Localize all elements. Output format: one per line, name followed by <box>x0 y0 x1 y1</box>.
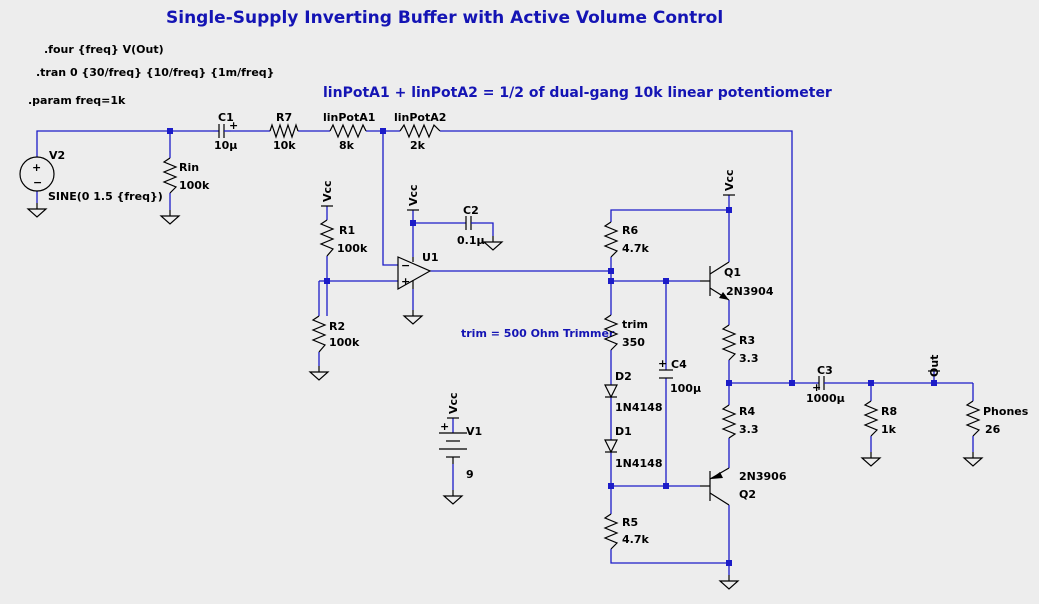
r2-value: 100k <box>329 336 360 349</box>
r5-value: 4.7k <box>622 533 649 546</box>
d1-value: 1N4148 <box>615 457 662 470</box>
out-label: Out <box>928 355 941 377</box>
u1-plus-sign: + <box>401 275 410 288</box>
phones-name: Phones <box>983 405 1029 418</box>
junction-dots <box>167 128 937 566</box>
c4-value: 100µ <box>670 382 701 395</box>
c2-name: C2 <box>463 204 479 217</box>
resistor-r1: R1 100k <box>319 219 368 257</box>
linpota2-value: 2k <box>410 139 426 152</box>
opamp-u1: − + U1 <box>397 251 439 325</box>
four-directive: .four {freq} V(Out) <box>44 43 164 56</box>
resistor-linpota2: linPotA2 2k <box>394 111 446 152</box>
resistor-r8: R8 1k <box>861 400 897 467</box>
c1-polarity: + <box>229 119 238 132</box>
r3-name: R3 <box>739 334 755 347</box>
schematic-title: Single-Supply Inverting Buffer with Acti… <box>166 8 723 28</box>
r3-value: 3.3 <box>739 352 759 365</box>
r2-name: R2 <box>329 320 345 333</box>
param-directive: .param freq=1k <box>28 94 126 107</box>
v1-value: 9 <box>466 468 474 481</box>
vcc-flag-u1: Vcc <box>407 184 420 211</box>
resistor-linpota1: linPotA1 8k <box>323 111 375 152</box>
phones-value: 26 <box>985 423 1001 436</box>
resistor-r7: R7 10k <box>269 111 299 152</box>
resistor-r4: R4 3.3 <box>721 404 759 439</box>
rin-value: 100k <box>179 179 210 192</box>
vcc-label-r1: Vcc <box>321 180 334 202</box>
battery-v1: Vcc + V1 9 <box>439 392 482 505</box>
pot-note: linPotA1 + linPotA2 = 1/2 of dual-gang 1… <box>323 85 832 101</box>
linpota1-name: linPotA1 <box>323 111 375 124</box>
vcc-flag-q1: Vcc <box>723 169 736 196</box>
vcc-flag-r1: Vcc <box>321 180 334 207</box>
capacitor-c4: + C4 100µ <box>658 357 701 395</box>
r7-value: 10k <box>273 139 296 152</box>
r5-name: R5 <box>622 516 638 529</box>
c4-name: C4 <box>671 358 687 371</box>
c1-name: C1 <box>218 111 234 124</box>
capacitor-c3: + C3 1000µ <box>806 364 845 405</box>
d2-name: D2 <box>615 370 632 383</box>
r8-value: 1k <box>881 423 897 436</box>
q2-value: 2N3906 <box>739 470 787 483</box>
r1-value: 100k <box>337 242 368 255</box>
v1-plus-sign: + <box>440 420 449 433</box>
source-v2: + − V2 SINE(0 1.5 {freq}) <box>19 149 163 218</box>
linpota1-value: 8k <box>339 139 355 152</box>
r8-name: R8 <box>881 405 897 418</box>
capacitor-c2: C2 0.1µ <box>457 204 503 251</box>
r4-value: 3.3 <box>739 423 759 436</box>
q1-name: Q1 <box>724 266 741 279</box>
c4-polarity: + <box>658 357 667 370</box>
r4-name: R4 <box>739 405 755 418</box>
trim-value: 350 <box>622 336 645 349</box>
vcc-label-v1: Vcc <box>447 392 460 414</box>
trim-note: trim = 500 Ohm Trimmer <box>461 327 615 340</box>
d2-value: 1N4148 <box>615 401 662 414</box>
wires <box>36 130 974 575</box>
r6-name: R6 <box>622 224 638 237</box>
c2-value: 0.1µ <box>457 234 485 247</box>
u1-name: U1 <box>422 251 439 264</box>
v2-plus-sign: + <box>32 161 41 174</box>
transistor-q1: Q1 2N3904 <box>700 261 774 301</box>
v1-name: V1 <box>466 425 482 438</box>
tran-directive: .tran 0 {30/freq} {10/freq} {1m/freq} <box>36 66 275 79</box>
diode-d1: D1 1N4148 <box>604 425 662 470</box>
diode-d2: D2 1N4148 <box>604 370 662 414</box>
resistor-phones: Phones 26 <box>963 400 1029 467</box>
resistor-r6: R6 4.7k <box>603 221 649 258</box>
linpota2-name: linPotA2 <box>394 111 446 124</box>
q1-value: 2N3904 <box>726 285 774 298</box>
resistor-r2: R2 100k <box>309 315 360 381</box>
resistor-rin: Rin 100k <box>160 157 210 225</box>
resistor-r5: R5 4.7k <box>603 513 649 550</box>
vcc-label-q1: Vcc <box>723 169 736 191</box>
v2-value: SINE(0 1.5 {freq}) <box>48 190 163 203</box>
r6-value: 4.7k <box>622 242 649 255</box>
capacitor-c1: + C1 10µ <box>213 111 238 152</box>
rin-name: Rin <box>179 161 199 174</box>
d1-name: D1 <box>615 425 632 438</box>
q2-name: Q2 <box>739 488 756 501</box>
c1-value: 10µ <box>214 139 237 152</box>
transistor-q2: 2N3906 Q2 <box>700 467 787 590</box>
c3-name: C3 <box>817 364 833 377</box>
u1-minus-sign: − <box>401 259 410 272</box>
trim-name: trim <box>622 318 648 331</box>
c3-value: 1000µ <box>806 392 845 405</box>
r1-name: R1 <box>339 224 355 237</box>
r7-name: R7 <box>276 111 292 124</box>
vcc-label-u1: Vcc <box>407 184 420 206</box>
v2-name: V2 <box>49 149 65 162</box>
resistor-r3: R3 3.3 <box>721 324 759 365</box>
resistor-trim: trim 350 <box>603 314 648 351</box>
out-net-label: Out <box>928 355 941 377</box>
v2-minus-sign: − <box>33 176 42 189</box>
c3-polarity: + <box>812 381 821 394</box>
